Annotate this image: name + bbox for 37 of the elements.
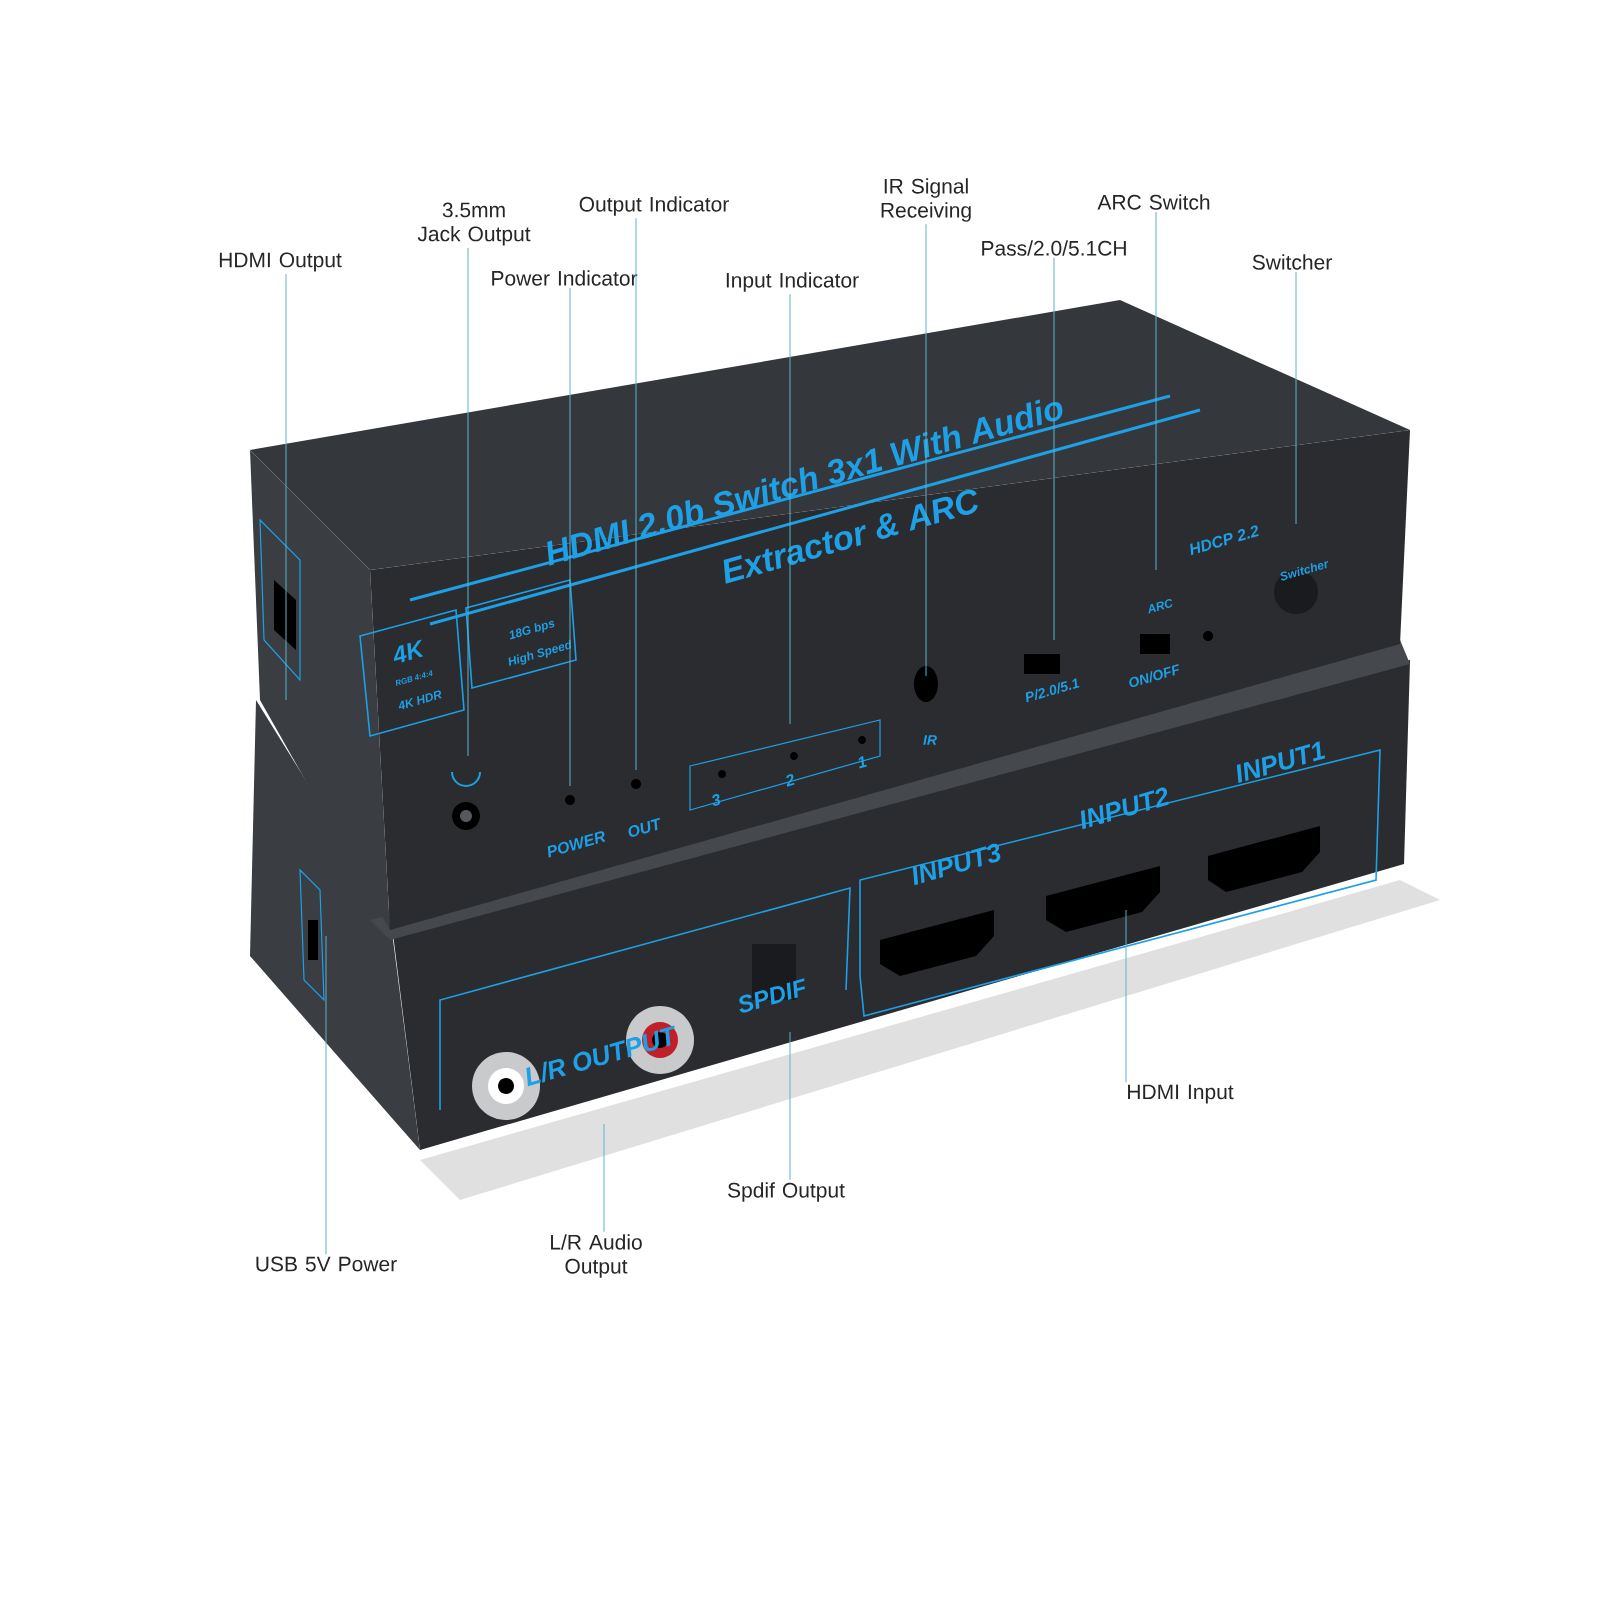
printed-label: HDCP 2.2	[1190, 525, 1259, 556]
callout-text: Pass/2.0/5.1CH	[982, 240, 1126, 256]
leader-line	[1053, 257, 1055, 641]
callout-text: L/R Audio Output	[551, 1234, 642, 1278]
callout-text: IR Signal Receiving	[881, 178, 971, 222]
printed-label: INPUT3	[912, 843, 1001, 886]
leader-line	[925, 223, 927, 677]
printed-label: 2	[786, 774, 795, 787]
leader-line	[603, 1123, 605, 1233]
callout-text: HDMI Input	[1128, 1084, 1234, 1104]
leader-line	[1125, 909, 1127, 1083]
printed-label: SPDIF	[739, 978, 805, 1013]
leader-line	[789, 1031, 791, 1181]
callout-text: HDMI Output	[219, 252, 342, 272]
printed-label: 1	[858, 755, 867, 769]
leader-line	[325, 935, 327, 1255]
leader-line	[635, 217, 637, 771]
printed-label: INPUT2	[1080, 787, 1169, 830]
callout-text: 3.5mm Jack Output	[417, 202, 531, 246]
printed-label: OUT	[628, 817, 660, 837]
leader-line	[1295, 271, 1297, 525]
printed-label: INPUT1	[1236, 741, 1326, 784]
leader-line	[569, 287, 571, 787]
printed-label: POWER	[547, 831, 606, 858]
callout-text: ARC Switch	[1097, 194, 1210, 210]
printed-label: 4K	[394, 639, 424, 663]
leader-line	[285, 273, 287, 701]
leader-line	[789, 293, 791, 725]
callout-text: Power Indicator	[492, 270, 638, 286]
callout-text: Input Indicator	[726, 272, 859, 292]
printed-label: 3	[712, 794, 721, 806]
callout-text: Output Indicator	[579, 196, 729, 216]
leader-line	[467, 247, 469, 757]
callout-text: Spdif Output	[728, 1182, 845, 1202]
callout-text: Switcher	[1252, 254, 1332, 270]
callout-text: USB 5V Power	[256, 1256, 397, 1272]
leader-line	[1155, 211, 1157, 571]
